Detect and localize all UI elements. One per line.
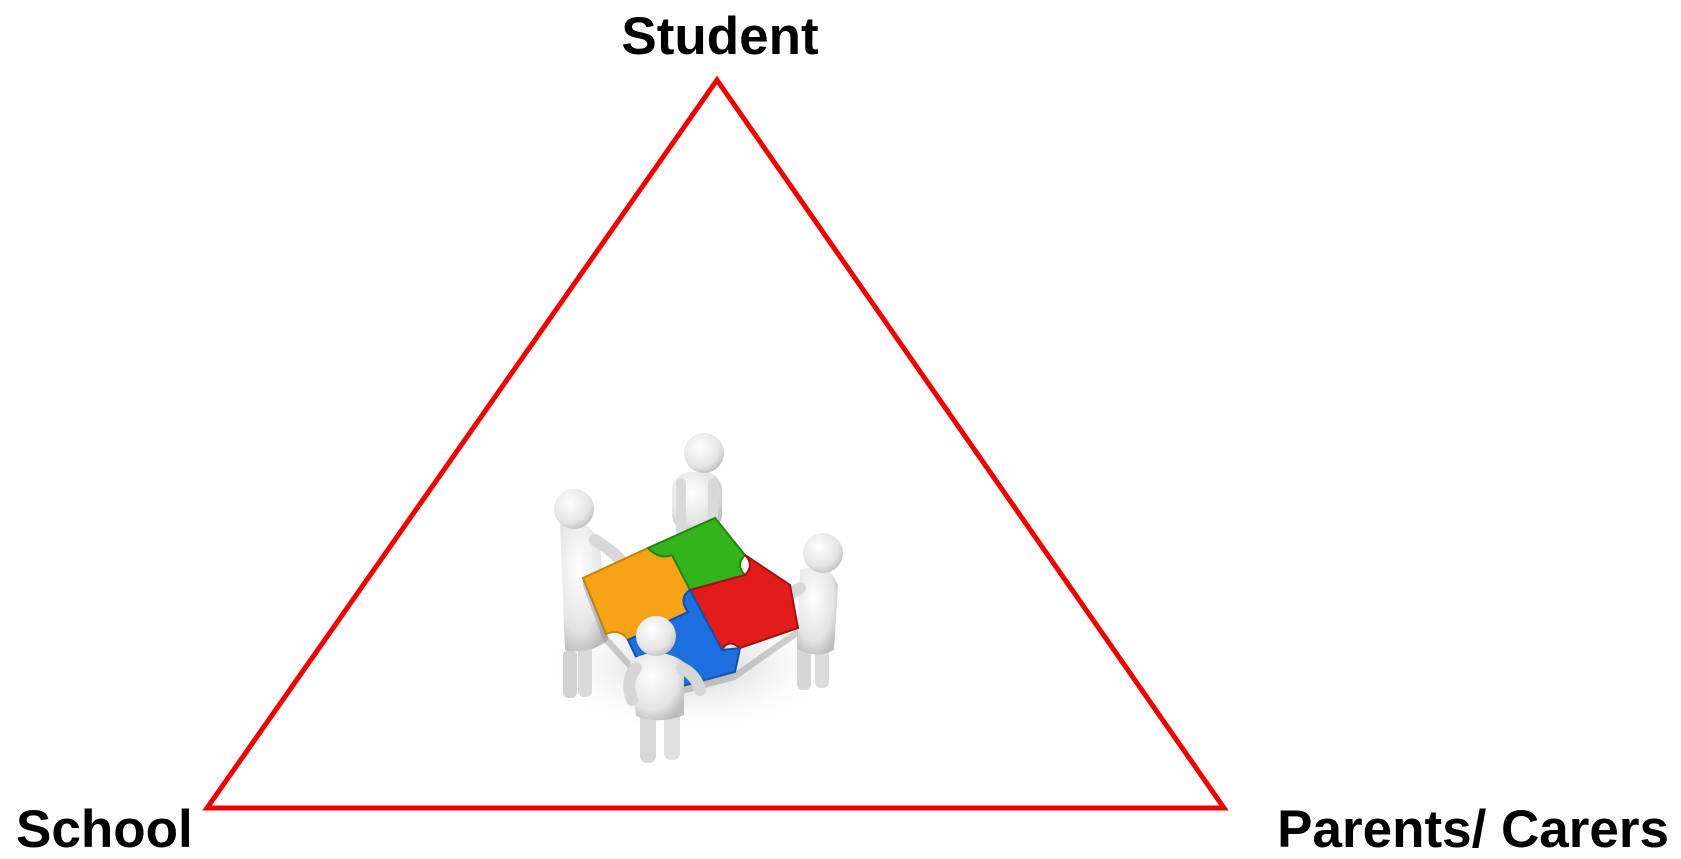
label-school: School <box>16 800 193 859</box>
relationship-triangle <box>202 75 1229 811</box>
figure-back <box>672 433 724 536</box>
figure-left <box>554 489 638 698</box>
label-parents-carers: Parents/ Carers <box>1277 800 1669 859</box>
puzzle-teamwork-illustration <box>540 433 843 763</box>
label-student: Student <box>621 7 819 66</box>
puzzle-piece-red <box>688 554 800 653</box>
figure-front <box>623 616 706 763</box>
